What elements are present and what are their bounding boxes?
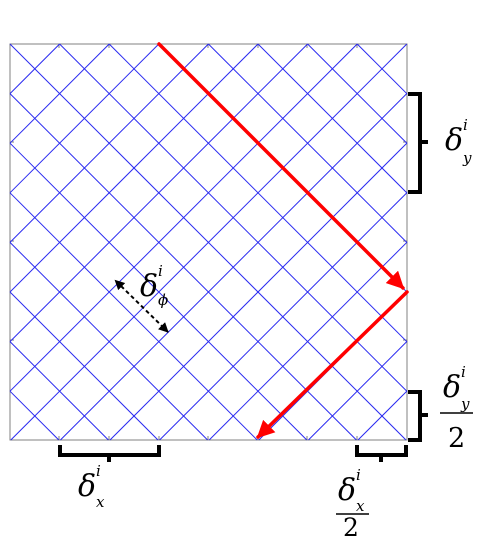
- grid-line: [308, 341, 408, 441]
- delta-x-superscript: i: [96, 462, 101, 480]
- red-path-segment-down-right: [157, 42, 405, 290]
- delta-phi-symbol: δ: [140, 269, 158, 304]
- grid-line: [159, 192, 408, 441]
- label-delta-y-half: δ i y 2: [440, 363, 473, 454]
- delta-x-subscript: x: [96, 493, 105, 511]
- grid-line: [9, 43, 308, 342]
- label-delta-y: δ i y: [445, 116, 472, 167]
- delta-y-half-denominator: 2: [448, 423, 465, 454]
- bracket-delta-x-half: [355, 445, 408, 462]
- delta-x-half-subscript: x: [356, 497, 365, 515]
- red-path-segment-down-left: [256, 290, 409, 439]
- delta-x-half-symbol: δ: [338, 473, 356, 508]
- diagonal-grid: [9, 43, 408, 441]
- delta-y-half-superscript: i: [461, 363, 466, 381]
- delta-y-subscript: y: [462, 149, 472, 167]
- grid-line: [60, 93, 408, 441]
- red-path: [157, 42, 409, 439]
- delta-phi-superscript: i: [158, 262, 163, 280]
- grid-line: [9, 43, 259, 293]
- grid-line: [9, 390, 60, 441]
- grid-line: [9, 192, 258, 441]
- grid-line: [9, 242, 208, 441]
- bracket-delta-y: [408, 92, 428, 194]
- delta-x-half-superscript: i: [356, 466, 361, 484]
- label-delta-x-half: δ i x 2: [336, 466, 369, 540]
- delta-y-half-symbol: δ: [443, 370, 461, 405]
- delta-y-symbol: δ: [445, 123, 463, 158]
- bracket-delta-y-half: [408, 390, 428, 442]
- grid-line: [109, 142, 408, 441]
- grid-line: [9, 43, 110, 144]
- label-delta-x: δ i x: [78, 462, 105, 511]
- delta-x-symbol: δ: [78, 469, 96, 504]
- delta-phi-subscript: ϕ: [158, 291, 168, 309]
- delta-y-superscript: i: [463, 116, 468, 134]
- grid-line: [9, 43, 160, 194]
- grid-line: [9, 341, 109, 441]
- grid-line: [357, 390, 408, 441]
- delta-phi-arrow: [114, 279, 169, 333]
- label-delta-phi: δ i ϕ: [140, 262, 168, 309]
- grid-line: [9, 43, 60, 94]
- grid-line: [9, 291, 159, 441]
- grid-line: [9, 93, 357, 441]
- grid-line: [10, 43, 408, 441]
- delta-x-half-denominator: 2: [343, 513, 359, 540]
- brackets: [58, 92, 428, 462]
- grid-line: [9, 43, 358, 392]
- grid-line: [9, 43, 209, 243]
- grid-line: [208, 241, 408, 441]
- grid-line: [9, 43, 407, 441]
- delta-y-half-subscript: y: [460, 395, 470, 413]
- bracket-delta-x: [58, 445, 161, 462]
